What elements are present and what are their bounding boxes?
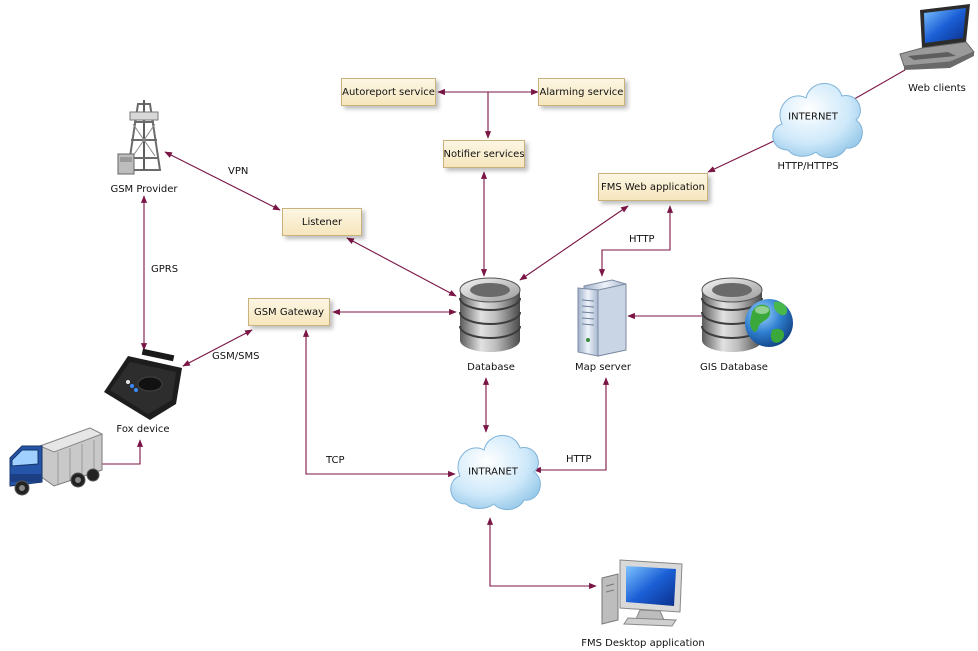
internet-cloud-icon <box>772 83 863 158</box>
truck-icon <box>9 427 104 496</box>
globe-icon <box>745 299 793 347</box>
http-web-label: HTTP <box>629 234 655 245</box>
alarming-service-box[interactable]: Alarming service <box>538 78 625 106</box>
http-https-label: HTTP/HTTPS <box>777 161 839 172</box>
vpn-label: VPN <box>228 166 249 177</box>
internet-cloud-label: INTERNET <box>788 111 838 123</box>
intranet-cloud-label: INTRANET <box>468 466 518 478</box>
gis-database-label: GIS Database <box>700 362 768 373</box>
map-server-label: Map server <box>575 362 631 373</box>
gprs-label: GPRS <box>151 264 179 275</box>
database-icon <box>459 277 521 352</box>
gis-database-icon <box>701 277 763 352</box>
connectors <box>102 69 906 590</box>
database-label: Database <box>467 362 515 373</box>
laptop-icon <box>899 4 975 70</box>
fox-device-label: Fox device <box>116 424 170 435</box>
http-intranet-label: HTTP <box>566 454 592 465</box>
web-clients-label: Web clients <box>908 83 966 94</box>
tcp-label: TCP <box>326 455 345 466</box>
gsm-sms-label: GSM/SMS <box>212 351 260 362</box>
gsm-gateway-box[interactable]: GSM Gateway <box>248 298 330 326</box>
autoreport-service-box[interactable]: Autoreport service <box>341 78 436 106</box>
fms-desktop-label: FMS Desktop application <box>581 638 705 649</box>
gsm-tower-icon <box>117 100 162 175</box>
listener-box[interactable]: Listener <box>282 208 362 236</box>
gsm-provider-label: GSM Provider <box>110 184 178 195</box>
fms-web-application-box[interactable]: FMS Web application <box>598 173 708 201</box>
map-server-icon <box>577 279 627 357</box>
notifier-services-box[interactable]: Notifier services <box>443 140 525 168</box>
desktop-computer-icon <box>601 559 683 627</box>
intranet-cloud-icon <box>450 435 541 510</box>
fox-device-icon <box>104 348 182 420</box>
